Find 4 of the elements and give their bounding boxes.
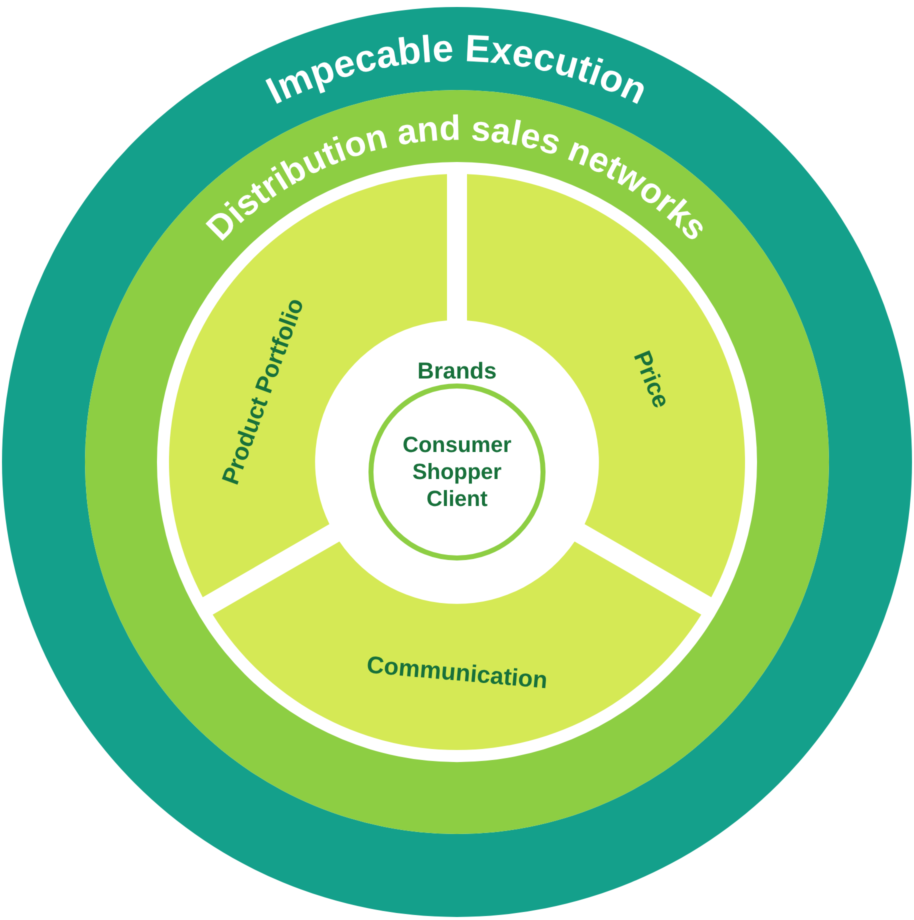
segment-label: Price xyxy=(628,347,675,412)
circle-label: Brands xyxy=(417,357,497,384)
segment-label: Communication xyxy=(366,652,549,694)
circle-label: Consumer Shopper Client xyxy=(402,431,512,512)
